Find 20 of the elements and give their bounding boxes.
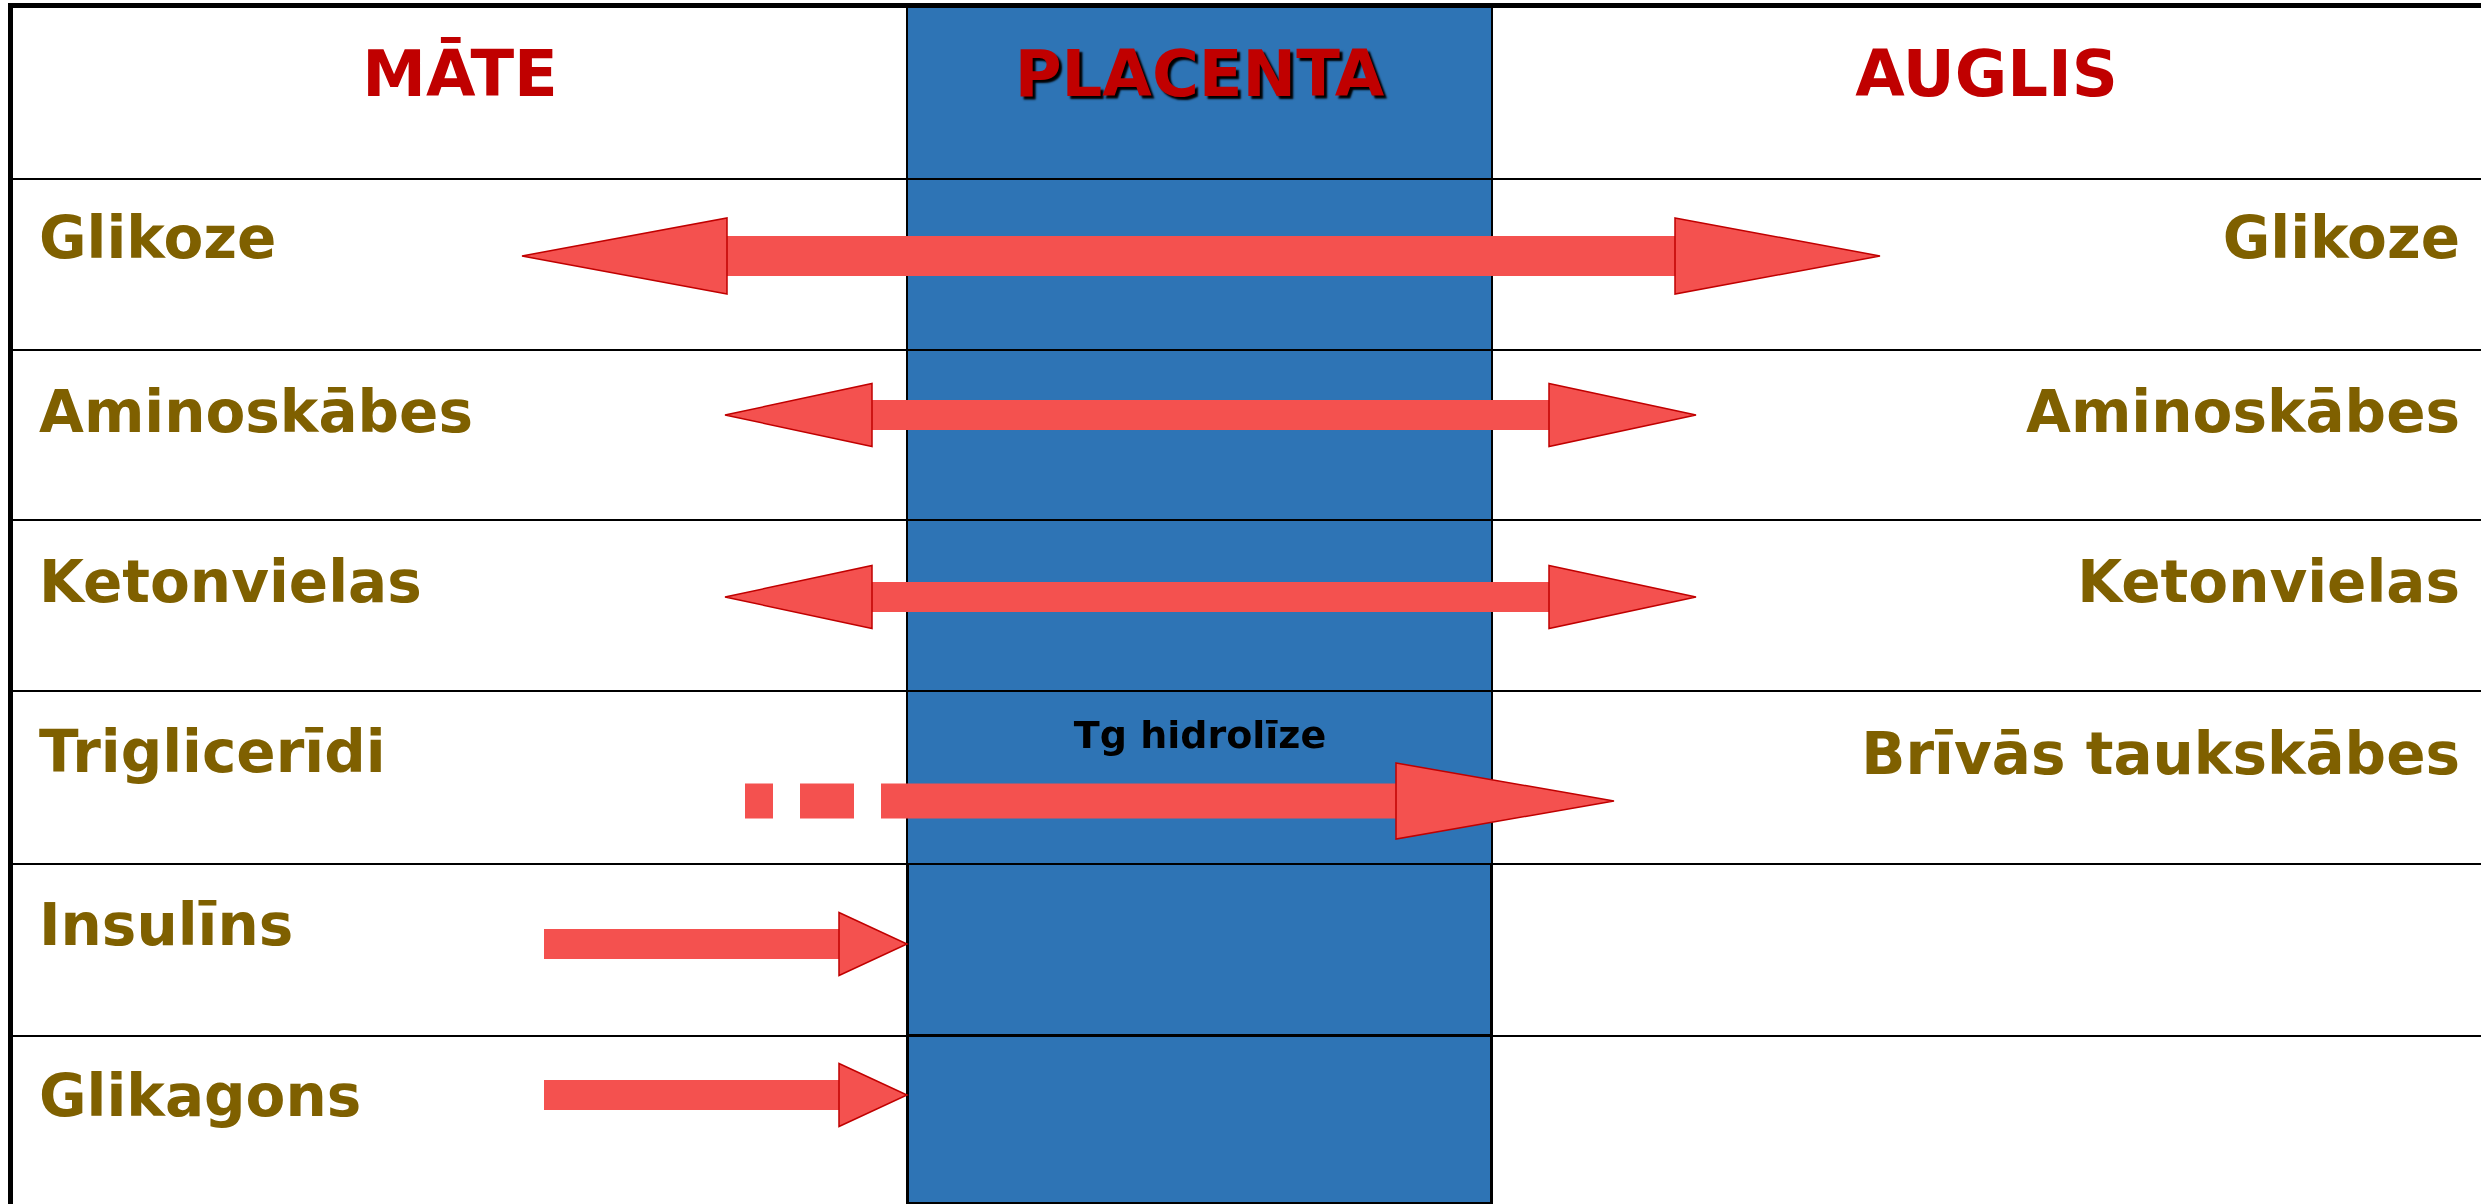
column-heading: PLACENTA: [907, 8, 1492, 179]
edge-label: Tg hidrolīze: [1073, 712, 1327, 758]
placenta-cell: [907, 863, 1492, 1036]
table-cell: Glikoze: [1492, 178, 2481, 350]
table-cell: Triglicerīdi: [13, 690, 907, 864]
table-cell: Ketonvielas: [1492, 519, 2481, 691]
table-cell: Aminoskābes: [1492, 349, 2481, 520]
double-arrow: [724, 382, 1697, 448]
double-arrow: [724, 564, 1697, 630]
column-heading: MĀTE: [13, 8, 907, 179]
arrow: [544, 1062, 908, 1128]
table-cell: Aminoskābes: [13, 349, 907, 520]
column-heading: AUGLIS: [1492, 8, 2481, 179]
table-cell: Ketonvielas: [13, 519, 907, 691]
placenta-cell: [907, 1035, 1492, 1204]
arrow: [544, 911, 908, 977]
table-cell: Brīvās taukskābes: [1492, 690, 2481, 864]
double-arrow: [521, 217, 1881, 295]
arrow: [745, 762, 1615, 840]
table-cell: Glikoze: [13, 178, 907, 350]
